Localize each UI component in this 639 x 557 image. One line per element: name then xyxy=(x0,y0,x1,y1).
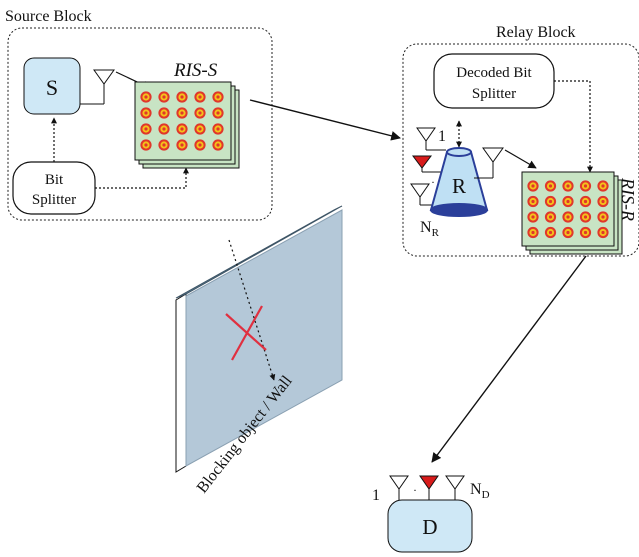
ris-element-icon xyxy=(544,226,557,239)
ris-r-to-destination-arrow xyxy=(431,255,587,463)
blocked-cross-icon xyxy=(225,305,267,361)
destination-block: · 1 ND D xyxy=(372,475,490,553)
relay-block-boundary xyxy=(402,43,639,257)
ris-element-icon xyxy=(176,107,188,119)
ris-s-to-relay-arrow xyxy=(249,99,401,141)
ris-element-icon xyxy=(527,195,539,208)
source-node xyxy=(23,57,81,115)
ris-element-icon xyxy=(176,91,188,103)
ris-element-icon xyxy=(597,180,609,192)
ris-element-icon xyxy=(140,107,152,119)
ris-element-icon xyxy=(544,180,557,192)
relay-transmit-antenna-icon xyxy=(474,147,504,179)
destination-antenna-last-label: ND xyxy=(470,481,490,501)
ris-element-icon xyxy=(597,226,609,239)
ris-element-icon xyxy=(544,195,557,208)
relay-to-ris-r-arrow xyxy=(504,149,537,169)
source-node-label: S xyxy=(46,75,58,100)
ris-element-icon xyxy=(158,139,170,151)
relay-node xyxy=(429,147,489,217)
ris-element-icon xyxy=(527,226,539,239)
destination-node xyxy=(387,499,473,553)
ris-element-icon xyxy=(140,139,152,151)
bit-splitter-label-line2: Splitter xyxy=(32,192,76,208)
ris-element-icon xyxy=(579,226,592,239)
relay-receive-antenna-active-icon xyxy=(412,155,444,173)
destination-node-label: D xyxy=(422,515,437,539)
wall-top xyxy=(175,205,343,299)
ris-element-icon xyxy=(562,226,574,239)
ris-element-icon xyxy=(158,91,170,103)
ris-s-panel xyxy=(134,81,240,169)
decoded-splitter-label-line1: Decoded Bit xyxy=(456,65,532,81)
ris-element-icon xyxy=(544,211,557,223)
ris-element-icon xyxy=(562,180,574,192)
ris-element-icon xyxy=(597,211,609,223)
ris-element-icon xyxy=(194,91,206,103)
wall-face xyxy=(185,209,343,467)
ris-element-icon xyxy=(562,195,574,208)
ris-element-icon xyxy=(194,139,206,151)
ris-element-icon xyxy=(579,180,592,192)
source-block-boundary xyxy=(7,27,273,221)
ris-element-icon xyxy=(176,139,188,151)
relay-antenna-first-label: 1 xyxy=(438,128,446,145)
decoded-splitter-to-ris-r-control xyxy=(554,80,593,173)
ris-element-icon xyxy=(194,123,206,135)
ris-s-label: RIS-S xyxy=(173,60,218,81)
relay-receive-antenna-1-icon xyxy=(416,127,446,151)
ris-element-icon xyxy=(579,211,592,223)
ris-element-icon xyxy=(158,107,170,119)
ris-element-icon xyxy=(212,123,224,135)
ris-element-icon xyxy=(527,211,539,223)
relay-antenna-last-label: NR xyxy=(420,219,440,239)
relay-antenna-dots: · xyxy=(431,175,435,189)
ris-element-icon xyxy=(562,211,574,223)
relay-node-label: R xyxy=(452,174,466,198)
splitter-to-ris-s-control xyxy=(95,167,189,189)
source-block-title: Source Block xyxy=(5,8,92,25)
bit-splitter-label-line1: Bit xyxy=(45,172,64,188)
ris-element-icon xyxy=(140,123,152,135)
destination-antenna-first-label: 1 xyxy=(372,487,380,504)
ris-element-icon xyxy=(212,107,224,119)
destination-antenna-1-icon xyxy=(389,475,409,500)
relay-block: Relay Block Decoded Bit Splitter · 1 NR xyxy=(402,24,639,257)
blocking-wall xyxy=(175,205,343,473)
destination-antenna-dots: · xyxy=(413,483,417,497)
ris-element-icon xyxy=(158,123,170,135)
ris-r-panel xyxy=(521,171,623,255)
decoded-splitter-label-line2: Splitter xyxy=(472,86,516,102)
destination-antenna-active-icon xyxy=(419,475,439,500)
ris-element-icon xyxy=(212,139,224,151)
ris-r-label: RIS-R xyxy=(618,177,638,221)
ris-element-icon xyxy=(212,91,224,103)
relay-block-title: Relay Block xyxy=(496,24,576,41)
destination-antenna-n-icon xyxy=(445,475,465,500)
source-antenna-icon xyxy=(80,69,115,105)
ris-element-icon xyxy=(176,123,188,135)
source-block: Source Block S Bit Splitter RIS-S xyxy=(5,8,273,221)
ris-element-icon xyxy=(527,180,539,192)
wall-side xyxy=(175,293,187,473)
ris-element-icon xyxy=(194,107,206,119)
ris-element-icon xyxy=(597,195,609,208)
ris-element-icon xyxy=(140,91,152,103)
ris-element-icon xyxy=(579,195,592,208)
